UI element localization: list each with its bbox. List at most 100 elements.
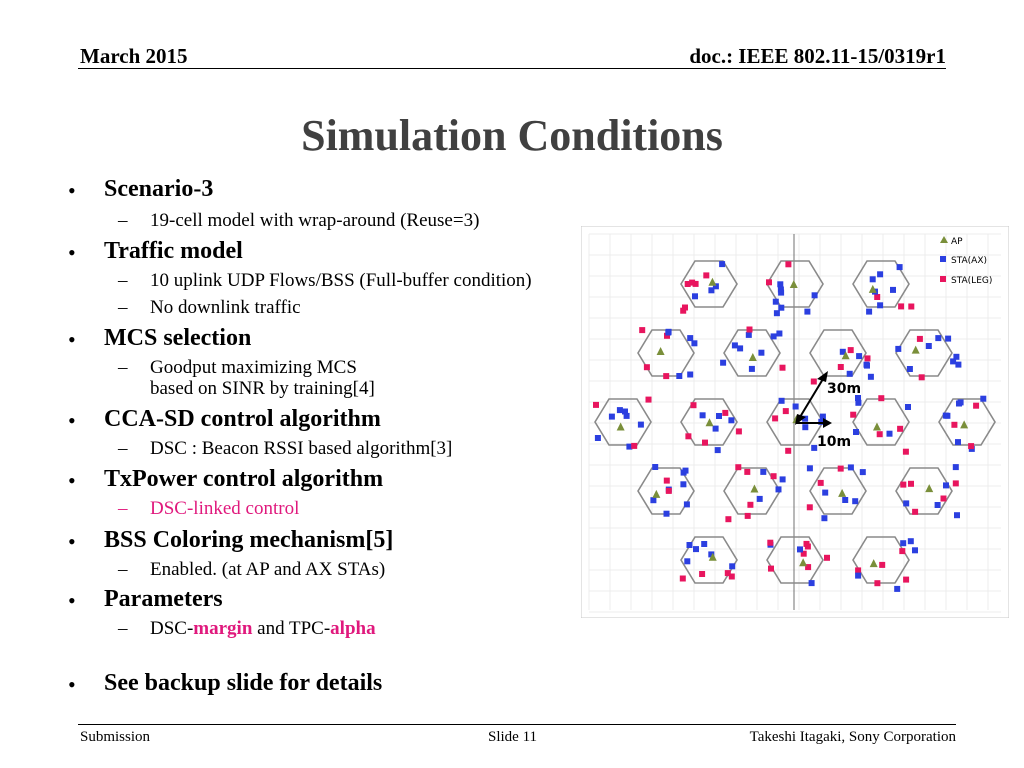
- cell-hexagon: [809, 467, 867, 515]
- sta-marker: [955, 361, 962, 368]
- bullet-glyph: •: [68, 178, 76, 203]
- sta-marker: [856, 353, 863, 360]
- sta-marker: [650, 497, 657, 504]
- sta-marker: [692, 293, 698, 300]
- sta-marker: [687, 335, 694, 342]
- sta-marker: [731, 342, 738, 349]
- sta-marker: [853, 429, 859, 435]
- sta-marker: [760, 468, 767, 475]
- sub-bullet-glyph: –: [118, 438, 128, 459]
- sta-marker: [874, 580, 881, 587]
- node-markers: [593, 261, 987, 592]
- sta-marker: [797, 546, 803, 553]
- footer-author: Takeshi Itagaki, Sony Corporation: [749, 729, 956, 745]
- sta-marker: [907, 538, 914, 545]
- sta-marker: [842, 497, 849, 503]
- sta-marker: [821, 515, 828, 522]
- sta-marker: [900, 540, 907, 547]
- ap-marker: [656, 346, 665, 355]
- sta-marker: [699, 412, 706, 419]
- sta-marker: [877, 302, 884, 309]
- sta-marker: [953, 353, 960, 360]
- sta-marker: [745, 331, 752, 338]
- bullet-txpower: TxPower control algorithm: [104, 466, 384, 492]
- sub-bullet-glyph: –: [118, 210, 128, 231]
- sta-marker: [874, 294, 881, 300]
- sub-bullet-bss: Enabled. (at AP and AX STAs): [150, 559, 386, 580]
- sta-marker: [811, 444, 818, 451]
- sta-marker: [652, 464, 659, 470]
- sta-marker: [847, 464, 854, 471]
- arrowhead-icon: [817, 371, 828, 382]
- sta-marker: [850, 411, 857, 418]
- sta-marker: [722, 409, 729, 416]
- dim-arrow-30m: [796, 373, 827, 423]
- param-dsc-prefix: DSC-: [150, 618, 194, 639]
- sta-marker: [944, 412, 951, 419]
- sta-marker: [684, 281, 691, 287]
- bullet-bss-coloring: BSS Coloring mechanism[5]: [104, 527, 394, 553]
- sub-bullet-parameters: DSC-margin and TPC-alpha: [150, 618, 376, 640]
- sta-marker: [804, 308, 811, 315]
- ap-marker: [616, 422, 625, 431]
- sta-marker: [676, 373, 683, 379]
- sta-marker: [785, 447, 792, 454]
- cell-hexagon: [895, 329, 953, 377]
- sta-marker: [693, 546, 699, 553]
- sta-marker: [663, 477, 670, 484]
- sta-marker: [898, 303, 905, 310]
- sta-marker: [626, 443, 633, 450]
- sub-bullet-traffic-1: 10 uplink UDP Flows/BSS (Full-buffer con…: [150, 270, 532, 291]
- sta-marker: [643, 364, 650, 371]
- ap-marker: [799, 558, 808, 567]
- sta-marker: [728, 573, 735, 580]
- sta-marker: [690, 402, 697, 409]
- sta-marker: [720, 359, 727, 366]
- sta-marker: [594, 435, 601, 441]
- sta-marker: [876, 431, 883, 438]
- sta-marker: [855, 399, 862, 406]
- sta-marker: [954, 512, 960, 519]
- sta-marker: [886, 430, 893, 437]
- ap-marker: [708, 277, 717, 286]
- sta-marker: [968, 443, 975, 450]
- sta-marker: [800, 550, 807, 557]
- bullet-scenario: Scenario-3: [104, 176, 214, 202]
- bullet-glyph: •: [68, 240, 76, 265]
- ap-marker: [652, 489, 661, 498]
- legend-sta-leg-label: STA(LEG): [951, 276, 992, 286]
- sta-marker: [716, 413, 722, 419]
- sta-marker: [869, 276, 876, 283]
- sta-marker: [756, 495, 763, 502]
- cell-hexagon: [938, 398, 996, 446]
- sta-marker: [685, 433, 692, 440]
- ap-marker: [705, 418, 714, 427]
- sub-bullet-glyph: –: [118, 498, 128, 519]
- sub-bullet-glyph: –: [118, 559, 128, 580]
- ap-marker: [869, 559, 878, 568]
- sta-marker: [684, 558, 691, 565]
- sta-marker: [712, 425, 719, 432]
- sta-marker: [725, 516, 732, 523]
- sta-marker: [866, 308, 873, 315]
- sta-marker: [689, 279, 696, 286]
- sta-marker: [839, 348, 846, 355]
- sta-marker: [802, 415, 809, 422]
- sub-bullet-glyph: –: [118, 297, 128, 318]
- sta-marker: [735, 428, 742, 435]
- sta-marker: [956, 400, 962, 407]
- sta-marker: [770, 333, 777, 340]
- sta-marker: [980, 395, 987, 402]
- sta-marker: [622, 408, 628, 415]
- sta-marker: [817, 479, 824, 486]
- sta-marker: [951, 421, 958, 428]
- sta-marker: [623, 412, 630, 419]
- ap-marker: [748, 353, 757, 362]
- sta-marker: [744, 468, 751, 475]
- sta-marker: [804, 543, 811, 550]
- bullet-glyph: •: [68, 408, 76, 433]
- sta-marker: [766, 279, 772, 286]
- sta-marker: [934, 502, 941, 508]
- sub-bullet-glyph: –: [118, 357, 128, 378]
- sta-marker: [714, 447, 721, 454]
